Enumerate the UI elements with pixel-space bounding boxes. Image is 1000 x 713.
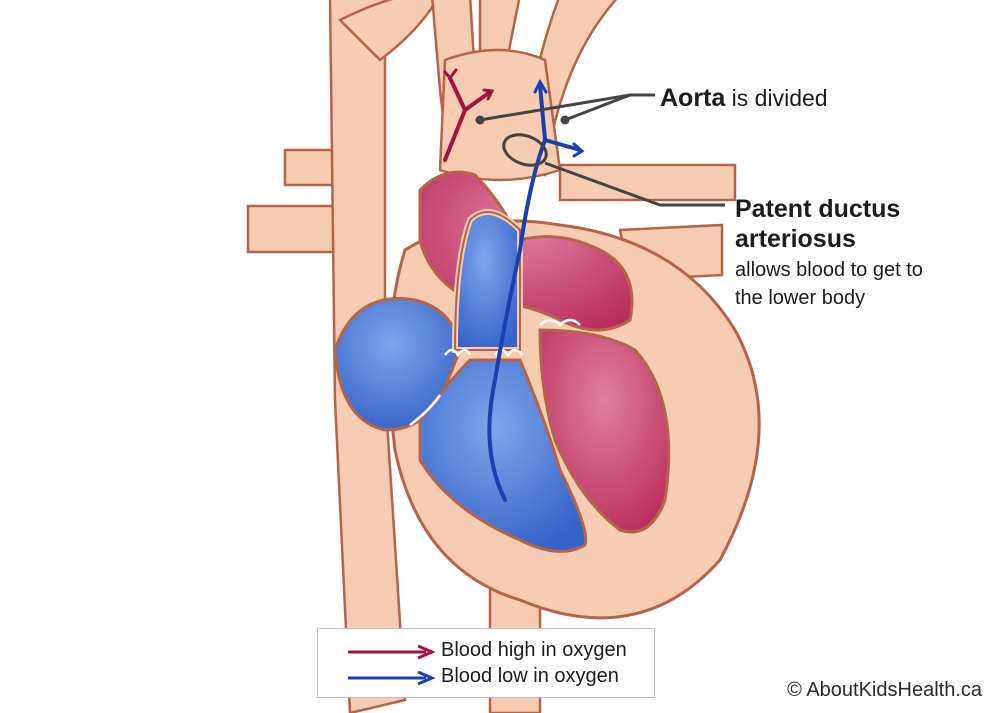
pda-desc-line2: the lower body — [735, 287, 866, 309]
aorta-label-bold: Aorta — [660, 84, 726, 112]
legend-label-high-oxygen: Blood high in oxygen — [441, 639, 627, 661]
left-ventricle — [538, 328, 671, 534]
pda-title-line1: Patent ductus — [735, 195, 901, 223]
pulmonary-veins-left — [246, 148, 347, 254]
copyright-text: © AboutKidsHealth.ca — [787, 679, 982, 701]
aorta-label: Aorta is divided — [660, 84, 828, 113]
pulmonary-trunk — [451, 209, 523, 353]
red-arrow-icon — [348, 644, 436, 660]
oxygen-rich-flow-arrows — [443, 68, 495, 162]
right-ventricle — [418, 358, 588, 553]
aorta-callout-dot-1 — [475, 115, 485, 125]
aorta-label-rest: is divided — [725, 85, 828, 111]
aorta-callout-lines — [479, 93, 655, 122]
pda-callout-line — [502, 133, 725, 207]
legend: Blood high in oxygen Blood low in oxygen — [317, 628, 655, 698]
aorta-callout-dot-2 — [560, 115, 570, 125]
pda-title-line2: arteriosus — [735, 225, 856, 253]
blue-arrow-icon — [348, 670, 436, 686]
legend-item-high-oxygen: Blood high in oxygen — [318, 639, 654, 665]
pda-desc-line1: allows blood to get to — [735, 259, 923, 281]
legend-item-low-oxygen: Blood low in oxygen — [318, 665, 654, 691]
legend-label-low-oxygen: Blood low in oxygen — [441, 665, 619, 687]
right-atrium — [333, 297, 462, 432]
oxygen-poor-flow-arrows — [487, 78, 585, 502]
pda-label: Patent ductus arteriosus allows blood to… — [735, 194, 990, 312]
